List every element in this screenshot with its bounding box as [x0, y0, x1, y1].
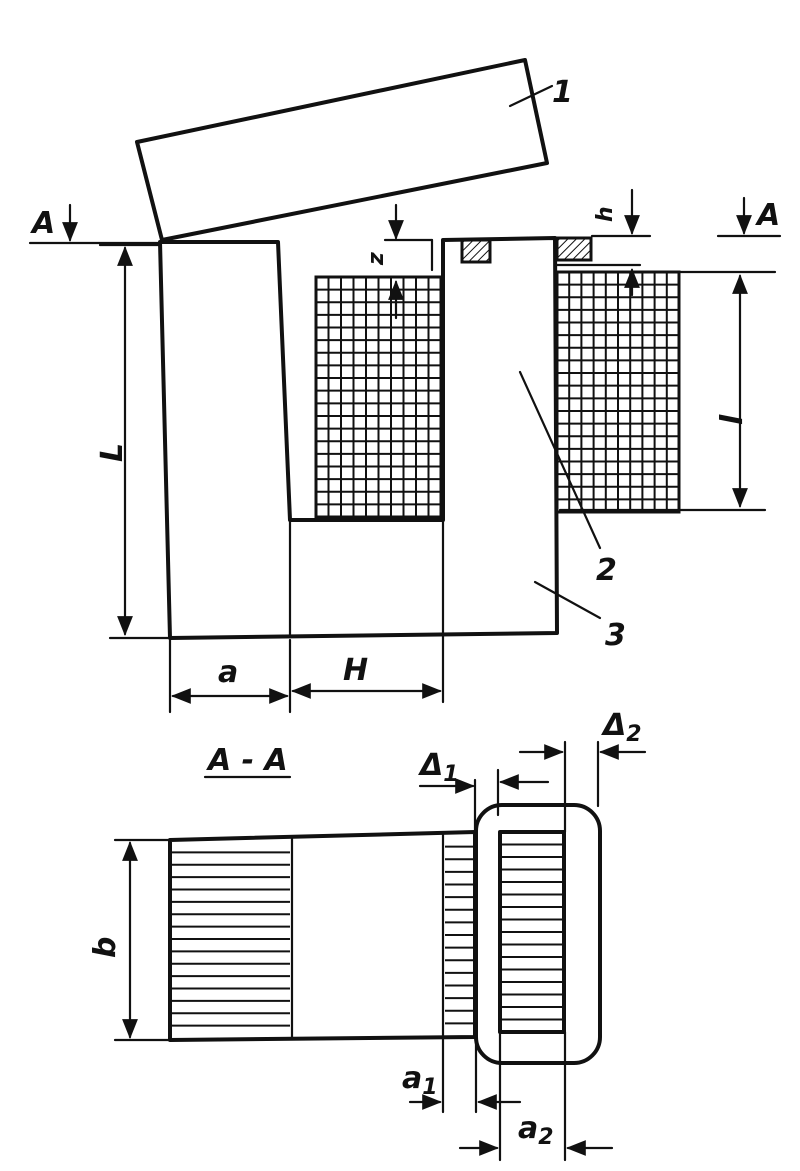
- leader-3: [533, 580, 602, 620]
- label-section-left: A: [30, 206, 55, 241]
- winding-left-grid: [314, 275, 443, 519]
- section-mid-stripes: [445, 845, 474, 1025]
- section-coil-stripes: [502, 843, 562, 1021]
- label-delta1: Δ1: [418, 748, 459, 787]
- section-core-outline: [168, 830, 477, 1042]
- section-coil-outline: [474, 803, 602, 1065]
- label-L: L: [95, 443, 130, 462]
- label-z: z: [364, 252, 389, 266]
- label-a1: a1: [402, 1061, 438, 1100]
- label-a: a: [218, 655, 238, 690]
- label-b: b: [88, 937, 123, 958]
- label-h: h: [593, 206, 618, 222]
- label-l: l: [715, 414, 750, 425]
- leader-1: [508, 84, 554, 108]
- section-left-stripes: [172, 851, 290, 1027]
- leader-2: [518, 370, 602, 550]
- label-a2: a2: [518, 1111, 554, 1150]
- section-coil-core: [498, 830, 566, 1034]
- label-H: H: [343, 653, 368, 688]
- insulator-right: [555, 236, 593, 262]
- label-section-right: A: [755, 198, 780, 233]
- label-part-2: 2: [596, 553, 617, 588]
- label-part-3: 3: [605, 618, 626, 653]
- tilted-yoke-part-1: [135, 58, 549, 242]
- core-part-3-outline: [158, 236, 559, 640]
- winding-right-grid: [555, 270, 681, 514]
- label-delta2: Δ2: [601, 708, 642, 747]
- label-section-title: A - A: [206, 743, 288, 778]
- insulator-left: [460, 238, 492, 264]
- label-part-1: 1: [552, 75, 573, 110]
